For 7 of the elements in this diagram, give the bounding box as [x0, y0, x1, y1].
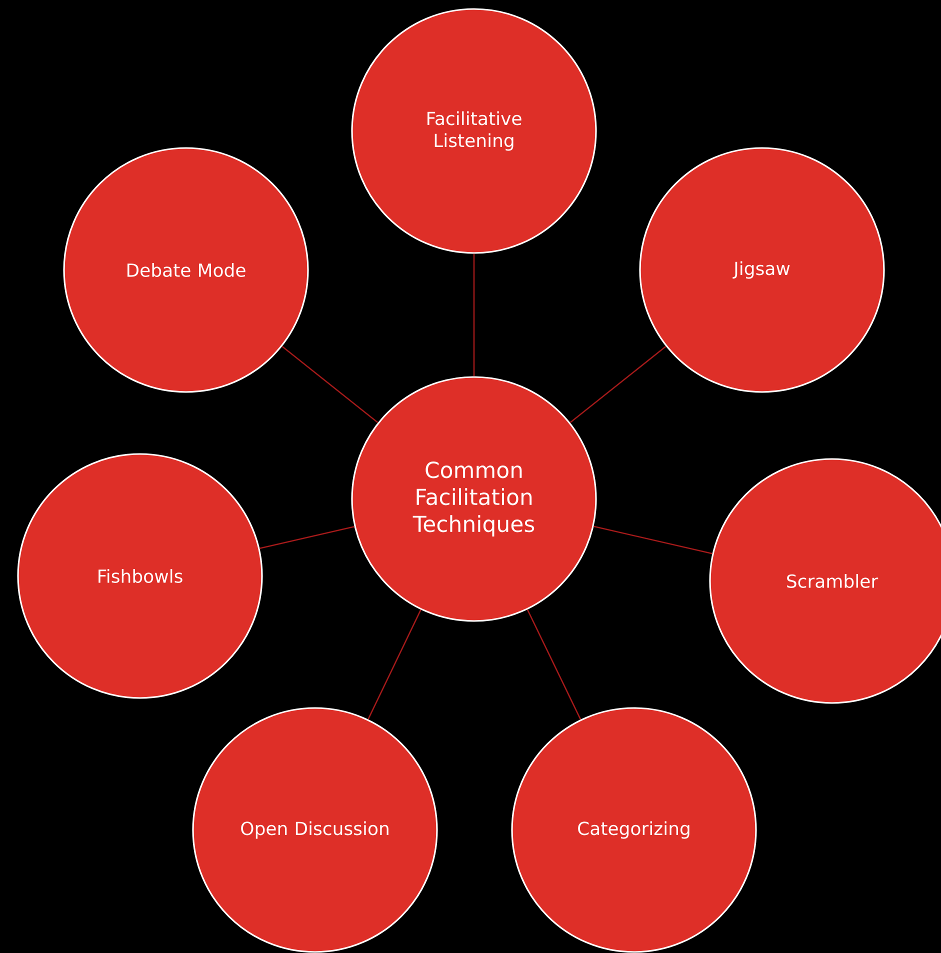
connector-line	[368, 609, 422, 720]
connector-line	[282, 346, 378, 424]
connector-line	[526, 609, 582, 720]
connector-line	[473, 254, 475, 376]
connector-line	[260, 526, 354, 550]
connector-line	[570, 346, 666, 424]
connector-line	[594, 526, 712, 554]
